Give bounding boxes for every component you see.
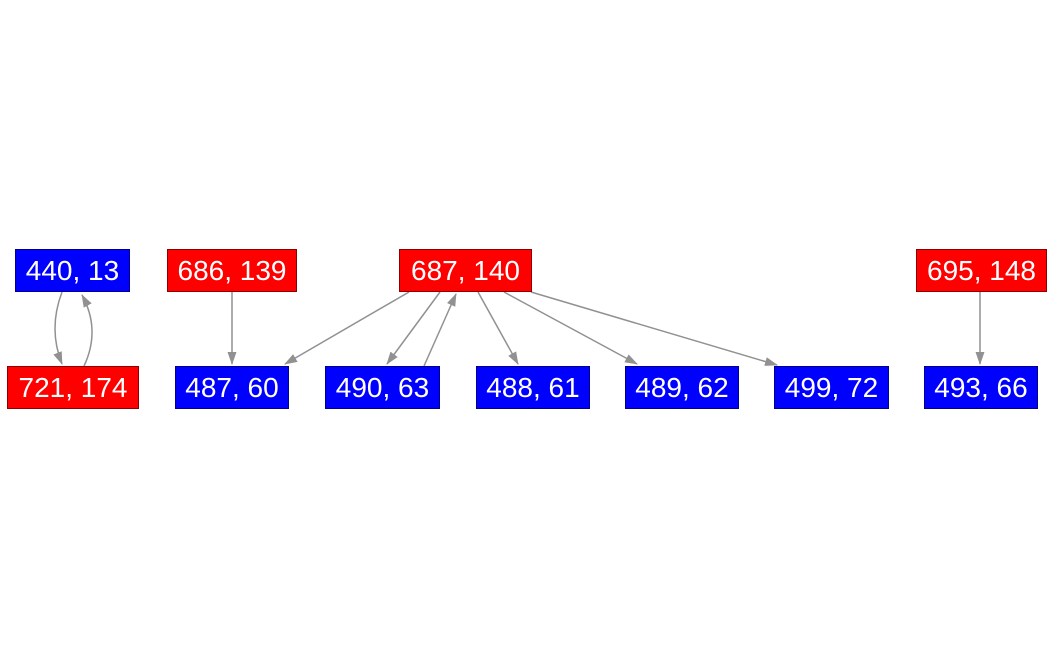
node-label: 687, 140 — [411, 254, 520, 286]
node-label: 440, 13 — [25, 254, 120, 286]
edge-687-140-to-487-60 — [284, 291, 410, 365]
edge-687-140-to-489-62 — [503, 291, 638, 365]
node-687-140: 687, 140 — [399, 249, 532, 292]
node-label: 493, 66 — [934, 371, 1028, 403]
node-label: 487, 60 — [185, 371, 279, 403]
node-label: 490, 63 — [335, 371, 430, 403]
node-489-62: 489, 62 — [625, 366, 739, 409]
node-label: 489, 62 — [635, 371, 729, 403]
edge-687-140-to-488-61 — [477, 291, 519, 365]
node-721-174: 721, 174 — [7, 366, 139, 409]
node-label: 721, 174 — [18, 371, 128, 403]
node-493-66: 493, 66 — [924, 366, 1038, 409]
node-label: 488, 61 — [486, 371, 580, 403]
node-695-148: 695, 148 — [916, 249, 1047, 292]
edge-721-174-to-440-13 — [81, 294, 93, 367]
node-686-139: 686, 139 — [167, 249, 297, 292]
node-label: 686, 139 — [177, 254, 287, 286]
edge-687-140-to-490-63 — [386, 291, 441, 365]
node-label: 695, 148 — [927, 254, 1036, 286]
node-label: 499, 72 — [784, 371, 879, 403]
node-499-72: 499, 72 — [774, 366, 889, 409]
edge-687-140-to-499-72 — [530, 291, 778, 366]
edge-440-13-to-721-174 — [53, 291, 63, 365]
node-440-13: 440, 13 — [15, 249, 130, 292]
node-488-61: 488, 61 — [476, 366, 590, 409]
edge-490-63-to-687-140 — [423, 293, 457, 367]
node-487-60: 487, 60 — [175, 366, 289, 409]
node-490-63: 490, 63 — [325, 366, 440, 409]
